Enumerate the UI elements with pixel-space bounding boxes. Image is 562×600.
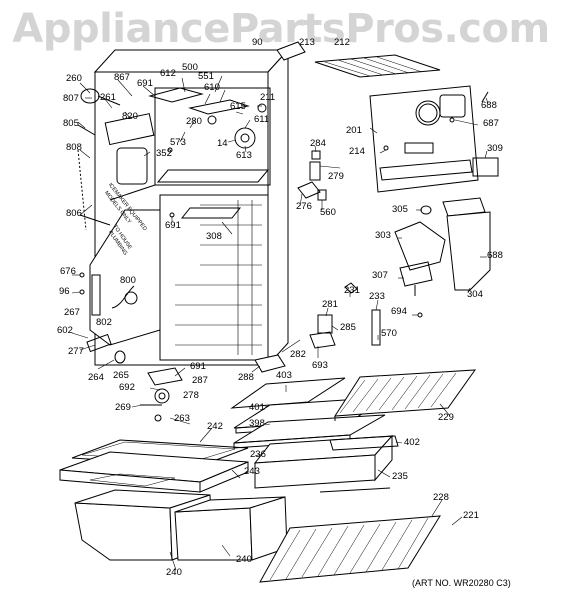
freezer-components: [80, 87, 267, 185]
part-label-688: 688: [487, 250, 503, 261]
part-label-613: 613: [236, 150, 252, 161]
part-label-263: 263: [174, 413, 190, 424]
part-label-221: 221: [463, 510, 479, 521]
part-label-303: 303: [375, 230, 391, 241]
part-label-691: 691: [190, 361, 206, 372]
icemaker-panel: [79, 209, 161, 346]
part-label-261: 261: [100, 92, 116, 103]
part-label-90: 90: [252, 37, 263, 48]
air-duct-assembly: [394, 197, 491, 296]
part-label-284: 284: [310, 138, 326, 149]
part-label-805: 805: [63, 118, 79, 129]
crisper-drawers-240: [74, 489, 288, 561]
part-label-560: 560: [320, 207, 336, 218]
part-label-282: 282: [290, 349, 306, 360]
part-label-800: 800: [120, 275, 136, 286]
part-label-229: 229: [438, 412, 454, 423]
part-label-307: 307: [372, 270, 388, 281]
part-label-808: 808: [66, 142, 82, 153]
part-label-265: 265: [113, 370, 129, 381]
part-label-401: 401: [249, 402, 265, 413]
wire-shelf-229: [334, 369, 477, 421]
part-label-611: 611: [254, 114, 269, 125]
part-label-820: 820: [122, 111, 138, 122]
shelf-402: [329, 435, 399, 451]
part-label-688: 688: [481, 100, 497, 111]
part-label-309: 309: [487, 143, 503, 154]
crisper-frame-243: [59, 451, 249, 493]
part-label-352: 352: [156, 148, 172, 159]
part-label-279: 279: [328, 171, 344, 182]
part-label-276: 276: [296, 201, 312, 212]
bottom-hinges: [140, 354, 286, 422]
part-label-693: 693: [312, 360, 328, 371]
control-components: [297, 150, 423, 349]
evaporator-cover-201: [369, 85, 479, 193]
part-label-96: 96: [59, 286, 70, 297]
top-hinge: [276, 41, 306, 61]
part-label-308: 308: [206, 231, 222, 242]
part-label-692: 692: [119, 382, 135, 393]
part-label-802: 802: [96, 317, 112, 328]
part-label-228: 228: [433, 492, 449, 503]
part-label-201: 201: [346, 125, 362, 136]
part-label-240: 240: [166, 567, 182, 578]
meat-pan-236: [253, 434, 394, 493]
part-label-612: 612: [160, 68, 176, 79]
part-label-288: 288: [238, 372, 254, 383]
part-label-867: 867: [114, 72, 130, 83]
part-label-285: 285: [340, 322, 356, 333]
part-label-402: 402: [404, 437, 420, 448]
art-number: (ART NO. WR20280 C3): [412, 578, 511, 588]
part-label-403: 403: [276, 370, 292, 381]
part-label-691: 691: [165, 220, 181, 231]
part-label-281: 281: [322, 299, 338, 310]
part-label-304: 304: [467, 289, 483, 300]
part-label-235: 235: [392, 471, 408, 482]
part-label-676: 676: [60, 266, 76, 277]
watermark: AppliancePartsPros.com: [12, 6, 550, 52]
part-label-213: 213: [299, 37, 315, 48]
part-label-806: 806: [66, 208, 82, 219]
wire-shelf-212: [314, 54, 441, 78]
part-label-280: 280: [186, 116, 202, 127]
part-label-240: 240: [236, 554, 252, 565]
part-label-231: 231: [344, 285, 360, 296]
part-label-214: 214: [349, 146, 365, 157]
part-label-269: 269: [115, 402, 131, 413]
part-label-570: 570: [381, 328, 397, 339]
part-label-264: 264: [88, 372, 104, 383]
part-label-694: 694: [391, 306, 407, 317]
part-label-267: 267: [64, 307, 80, 318]
part-label-278: 278: [183, 390, 199, 401]
part-label-691: 691: [137, 78, 153, 89]
part-label-212: 212: [334, 37, 350, 48]
part-label-14: 14: [217, 138, 228, 149]
part-label-287: 287: [192, 375, 208, 386]
wire-shelf-228: [259, 515, 441, 583]
part-label-242: 242: [207, 421, 223, 432]
part-309: [472, 157, 499, 177]
part-label-236: 236: [250, 449, 266, 460]
part-label-500: 500: [182, 62, 198, 73]
part-label-305: 305: [392, 204, 408, 215]
part-label-687: 687: [483, 118, 499, 129]
part-label-807: 807: [63, 93, 79, 104]
part-label-551: 551: [198, 71, 214, 82]
part-label-260: 260: [66, 73, 82, 84]
part-label-233: 233: [369, 291, 385, 302]
part-label-398: 398: [249, 418, 265, 429]
part-label-277: 277: [68, 346, 84, 357]
screw-688: [481, 91, 489, 103]
part-label-602: 602: [57, 325, 73, 336]
part-label-610: 610: [204, 82, 220, 93]
part-label-243: 243: [244, 466, 260, 477]
part-label-573: 573: [170, 137, 186, 148]
part-label-615: 615: [230, 101, 246, 112]
part-label-211: 211: [260, 92, 275, 103]
